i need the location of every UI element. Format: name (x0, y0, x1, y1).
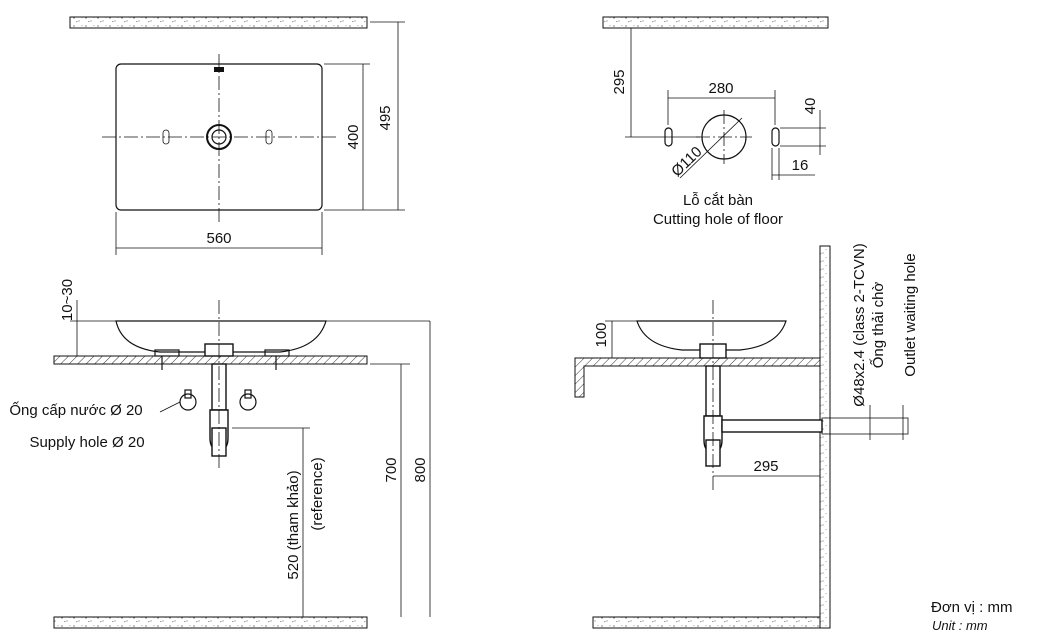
floor-slab-left (53, 616, 368, 629)
dim-cut-diameter: Ø110 (668, 143, 705, 180)
ceiling-slab-left (69, 16, 368, 29)
drain-inner-icon (211, 129, 227, 145)
dim-height-range: 10~30 (59, 279, 76, 321)
dim-right-basin-height: 100 (593, 322, 610, 347)
dim-cut-spacing: 280 (708, 80, 733, 97)
dim-reference-height: 520 (tham khảo) (285, 470, 302, 579)
front-elevation: 10~30 700 800 520 (tham khảo) (reference… (9, 279, 431, 629)
counter-top-side (574, 357, 821, 398)
outlet-pipe (721, 419, 823, 433)
dim-top-overall: 495 (377, 105, 394, 130)
counter-top-front (53, 355, 368, 365)
outlet-spec-label: Ø48x2.4 (class 2-TCVN) (851, 243, 868, 406)
ceiling-slab-right (602, 16, 829, 29)
cutting-label-en: Cutting hole of floor (653, 211, 783, 228)
dim-cut-slot-width: 16 (792, 157, 809, 174)
supply-valve-right-icon (239, 393, 257, 411)
dim-reference-note: (reference) (309, 457, 326, 530)
supply-label-vn: Ống cấp nước Ø 20 (9, 401, 142, 419)
dim-top-depth: 400 (345, 124, 362, 149)
dim-top-width: 560 (206, 230, 231, 247)
cut-slot-right (771, 127, 780, 147)
dim-cut-slot-height: 40 (802, 98, 819, 115)
outlet-label-vn: Ống thải chờ (869, 282, 887, 369)
dim-outlet-distance: 295 (753, 458, 778, 475)
basin-bowl-side (636, 320, 787, 351)
outlet-label-en: Outlet waiting hole (902, 253, 919, 376)
wall-section (819, 245, 831, 629)
cut-slot-left (664, 127, 673, 147)
top-view: 560 400 495 (69, 16, 405, 255)
mount-slot-left (162, 129, 170, 145)
dim-cut-offset: 295 (611, 69, 628, 94)
unit-label-en: Unit : mm (932, 618, 988, 633)
drain-outer-icon (206, 124, 232, 150)
supply-label-en: Supply hole Ø 20 (29, 434, 144, 451)
dim-counter-height: 700 (383, 457, 400, 482)
mount-slot-right (265, 129, 273, 145)
cutting-label-vn: Lỗ cắt bàn (683, 192, 753, 209)
cutting-hole-view: 295 280 40 16 Ø110 Lỗ cắt bàn Cutting ho… (602, 16, 829, 228)
basin-bowl-front (115, 320, 327, 353)
supply-valve-left-icon (179, 393, 197, 411)
unit-label-vn: Đơn vị : mm (931, 599, 1013, 616)
dim-overall-height: 800 (412, 457, 429, 482)
side-elevation: 100 295 Ø48x2.4 (class 2-TCVN) Ống thải … (574, 243, 919, 629)
floor-slab-right (592, 616, 821, 629)
overflow-mark (214, 67, 224, 72)
